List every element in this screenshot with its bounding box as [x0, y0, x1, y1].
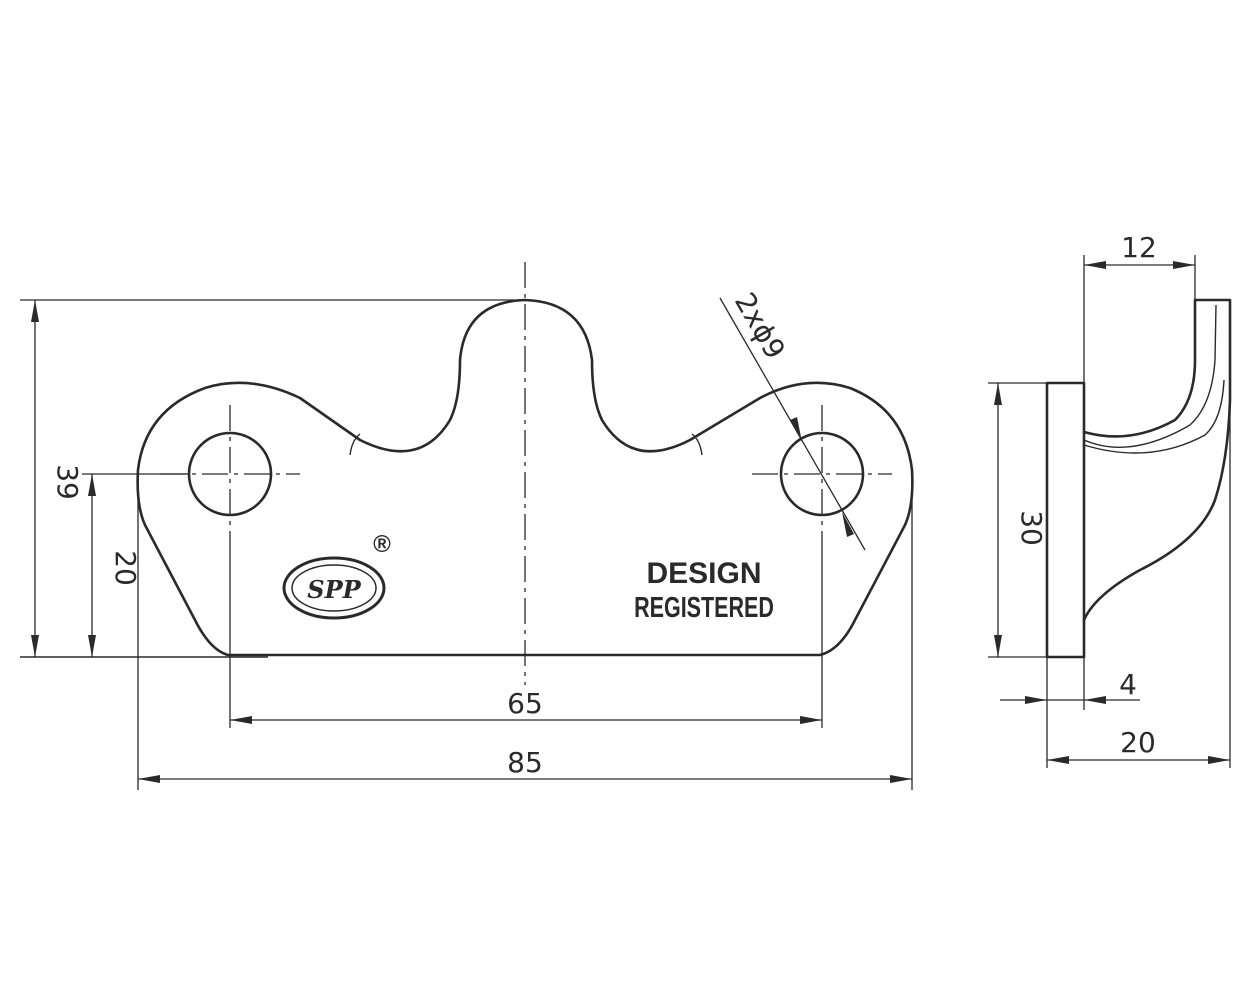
logo-outer-ring: [282, 556, 386, 620]
dim-total-height: 39: [20, 299, 525, 657]
bend-mark-right: [691, 433, 703, 456]
front-view: 39 20 65 85: [20, 262, 914, 790]
dim-base-thickness: 4: [1000, 657, 1140, 768]
dim-base-thickness-text: 4: [1119, 668, 1137, 701]
registered-mark: ®: [373, 531, 391, 558]
hole-left-centerlines: [160, 405, 300, 728]
side-hook-inner-2: [1083, 379, 1225, 454]
dim-side-height: 30: [988, 382, 1048, 658]
dim-top-width-text: 12: [1121, 231, 1157, 264]
dim-hole-height-text: 20: [109, 550, 142, 586]
side-hook-profile: [1082, 298, 1232, 622]
side-hook-inner: [1083, 304, 1217, 448]
dim-total-width: 85: [137, 470, 913, 790]
dim-total-height-text: 39: [51, 464, 84, 500]
dim-hole-spacing-text: 65: [507, 687, 543, 720]
logo-inner-ring: [291, 564, 377, 612]
logo-text: SPP: [307, 575, 361, 604]
dim-hole-spacing: 65: [230, 687, 822, 724]
dim-side-depth-text: 20: [1120, 726, 1156, 759]
dim-hole-callout-text: 2xϕ9: [728, 287, 792, 365]
side-base-plate: [1045, 381, 1086, 659]
marking-registered: REGISTERED: [634, 592, 774, 624]
dim-total-width-text: 85: [507, 746, 543, 779]
marking-design: DESIGN: [646, 557, 761, 590]
dim-hole-height: 20: [82, 473, 190, 657]
dim-top-width: 12: [1083, 231, 1196, 432]
side-view: 12 30 4 20: [988, 231, 1232, 768]
bend-mark-left: [349, 433, 361, 456]
dim-side-height-text: 30: [1015, 510, 1048, 546]
hole-right-centerlines: [752, 405, 892, 728]
logo: SPP ®: [282, 531, 391, 620]
dim-side-depth: 20: [1047, 400, 1231, 768]
